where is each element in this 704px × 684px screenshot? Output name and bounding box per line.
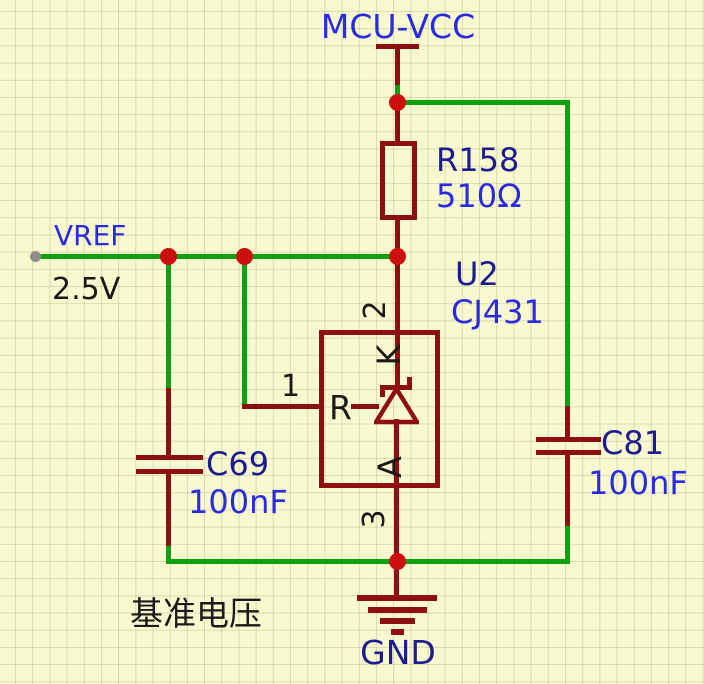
gnd-bar-4[interactable] [391, 629, 404, 635]
wire-gnd-rail[interactable] [166, 559, 570, 564]
c81-value-label[interactable]: 100nF [588, 464, 688, 502]
gnd-bar-1[interactable] [357, 595, 437, 601]
u2-ref-label[interactable]: U2 [455, 255, 499, 293]
wire-vcc-right-vertical[interactable] [565, 100, 570, 410]
u2-pin3-number: 3 [357, 509, 392, 529]
u2-body[interactable] [319, 330, 440, 488]
c69-plate-bottom[interactable] [136, 469, 203, 474]
c69-value-label[interactable]: 100nF [188, 483, 288, 521]
power-terminal-stem[interactable] [395, 44, 400, 85]
c81-pin-top[interactable] [565, 406, 570, 442]
r158-pin-bottom[interactable] [395, 216, 400, 259]
r158-body[interactable] [380, 141, 417, 220]
c69-pin-top[interactable] [166, 388, 171, 460]
r158-value-label[interactable]: 510Ω [436, 177, 522, 215]
u2-pin2-wire[interactable] [395, 254, 400, 390]
r158-pin-top[interactable] [395, 100, 400, 145]
wire-origin-dot [30, 251, 41, 262]
c81-ref-label[interactable]: C81 [601, 424, 665, 462]
c81-plate-top[interactable] [536, 437, 601, 442]
wire-vcc-stub[interactable] [395, 83, 400, 104]
power-label-vcc[interactable]: MCU-VCC [320, 7, 476, 46]
schematic-caption[interactable]: 基准电压 [130, 594, 262, 633]
power-label-gnd[interactable]: GND [360, 633, 436, 672]
junction-dot [236, 248, 253, 265]
net-voltage-vref[interactable]: 2.5V [52, 272, 121, 307]
junction-dot [389, 94, 406, 111]
u2-pin1-wire[interactable] [242, 404, 323, 409]
u2-cathode-bar-tick-left [380, 385, 385, 397]
wire-vref-horizontal[interactable] [34, 254, 397, 259]
c81-plate-bottom[interactable] [536, 450, 601, 455]
u2-pin3-wire[interactable] [394, 419, 399, 563]
gnd-stem[interactable] [394, 559, 399, 598]
c69-ref-label[interactable]: C69 [206, 445, 270, 483]
junction-dot [389, 553, 406, 570]
wire-vref-to-pin1[interactable] [242, 254, 247, 406]
junction-dot [160, 248, 177, 265]
u2-pad-a-label: A [371, 456, 409, 478]
gnd-bar-2[interactable] [368, 607, 427, 613]
gnd-bar-3[interactable] [380, 618, 415, 624]
junction-dot [389, 248, 406, 265]
c81-pin-bottom[interactable] [565, 453, 570, 526]
u2-cathode-bar-tick-right [407, 377, 412, 390]
u2-pin2-number: 2 [358, 300, 393, 320]
wire-vcc-top-horizontal[interactable] [395, 100, 570, 105]
net-label-vref[interactable]: VREF [54, 219, 127, 252]
u2-pad-r-label: R [329, 388, 352, 427]
r158-ref-label[interactable]: R158 [436, 141, 520, 179]
c69-plate-top[interactable] [136, 455, 203, 460]
u2-value-label[interactable]: CJ431 [451, 293, 544, 331]
u2-pad-k-label: K [370, 344, 408, 366]
wire-c69-to-gnd[interactable] [166, 544, 171, 564]
wire-vref-to-c69[interactable] [166, 254, 171, 390]
c69-pin-bottom[interactable] [166, 472, 171, 546]
u2-ref-lead-inner [351, 404, 379, 409]
u2-pin1-number: 1 [281, 369, 301, 404]
wire-c81-to-gnd[interactable] [565, 524, 570, 564]
